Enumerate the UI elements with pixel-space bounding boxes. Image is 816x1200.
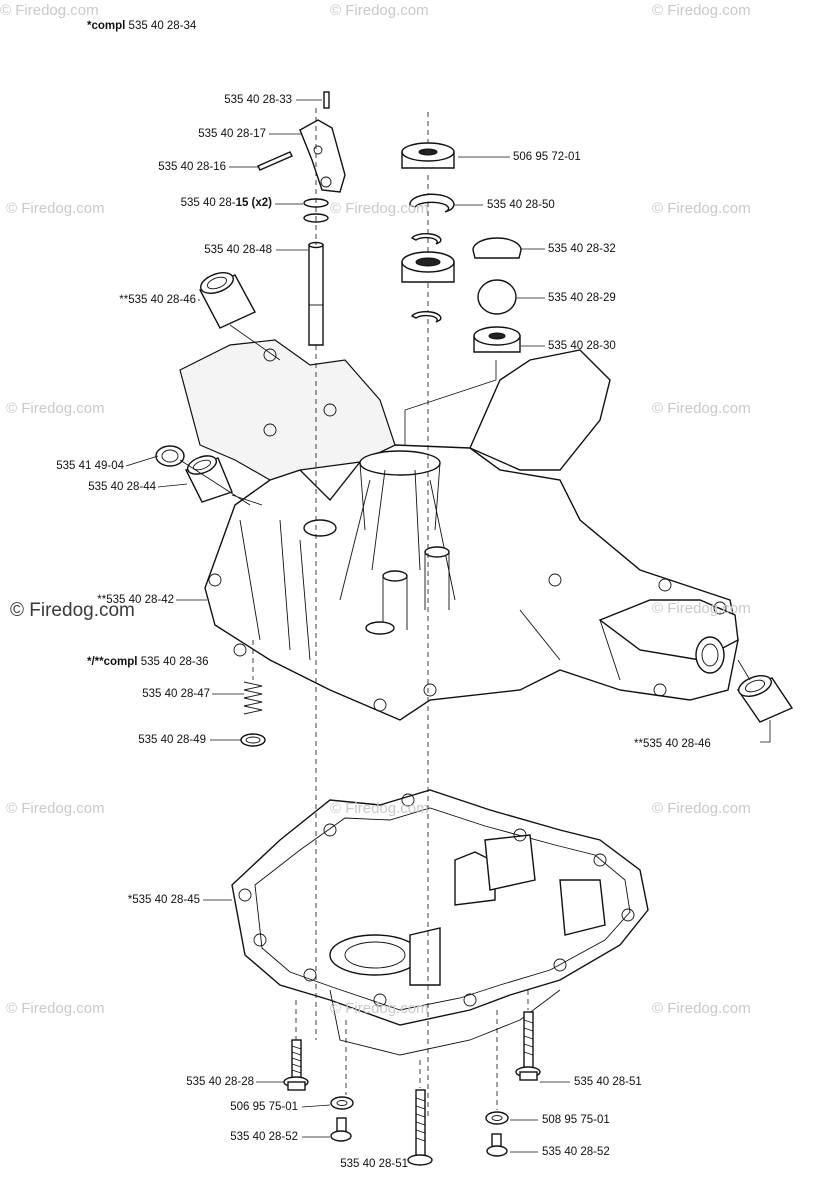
part-callout: 535 40 28-47 xyxy=(142,688,210,700)
watermark: © Firedog.com xyxy=(330,800,429,817)
clip-lower xyxy=(410,310,442,323)
watermark: © Firedog.com xyxy=(652,600,751,617)
part-callout: *535 40 28-45 xyxy=(127,894,200,906)
part-callout: 535 40 28-17 xyxy=(198,128,266,140)
watermark: © Firedog.com xyxy=(0,2,99,19)
ring-49 xyxy=(240,733,266,747)
part-callout: 535 40 28-52 xyxy=(230,1131,298,1143)
assembly-callout: */**compl 535 40 28-36 xyxy=(87,656,209,668)
bearing-stack xyxy=(401,112,522,1120)
watermark: © Firedog.com xyxy=(652,2,751,19)
bolts-and-washers xyxy=(283,990,541,1166)
shaft-48 xyxy=(308,244,324,346)
part-callout: **535 40 28-46 xyxy=(634,738,711,750)
watermark: © Firedog.com xyxy=(6,200,105,217)
shaft-lever-assembly xyxy=(257,91,346,1040)
part-callout: 535 40 28-49 xyxy=(138,734,206,746)
lever-17 xyxy=(299,119,346,193)
watermark: © Firedog.com xyxy=(652,800,751,817)
part-callout: 535 40 28-51 xyxy=(340,1158,408,1170)
assembly-header: *compl 535 40 28-34 xyxy=(87,20,197,32)
right-bushing xyxy=(736,659,794,743)
lower-housing-part xyxy=(231,789,649,1056)
part-callout: 535 40 28-29 xyxy=(548,292,616,304)
spring-47 xyxy=(243,681,263,715)
clip-upper xyxy=(410,232,442,245)
snap-ring-50 xyxy=(409,193,455,213)
part-callout: 535 40 28-33 xyxy=(224,94,292,106)
part-callout: 535 40 28-52 xyxy=(542,1146,610,1158)
watermark: © Firedog.com xyxy=(6,400,105,417)
watermark: © Firedog.com xyxy=(6,1000,105,1017)
upper-housing-part xyxy=(179,339,739,721)
part-callout: 535 41 49-04 xyxy=(56,460,124,472)
pin-16 xyxy=(257,151,293,171)
part-callout: 506 95 75-01 xyxy=(230,1101,298,1113)
seal-0401 xyxy=(155,445,185,467)
spring-and-ring xyxy=(240,640,266,747)
leader-lines xyxy=(125,99,570,1153)
disc-29 xyxy=(477,279,517,315)
watermark: © Firedog.com xyxy=(652,400,751,417)
watermark: © Firedog.com xyxy=(652,1000,751,1017)
watermark: © Firedog.com xyxy=(330,2,429,19)
part-callout: 535 40 28-30 xyxy=(548,340,616,352)
part-callout: 506 95 72-01 xyxy=(513,151,581,163)
watermark-dark: © Firedog.com xyxy=(10,600,135,621)
part-callout: 535 40 28-48 xyxy=(204,244,272,256)
part-callout: 535 40 28-51 xyxy=(574,1076,642,1088)
pin-33 xyxy=(323,91,330,109)
part-callout: 535 40 28-50 xyxy=(487,199,555,211)
part-callout: 535 40 28-15 (x2) xyxy=(180,197,272,209)
watermark: © Firedog.com xyxy=(330,200,429,217)
part-callout: 535 40 28-28 xyxy=(186,1076,254,1088)
watermark: © Firedog.com xyxy=(652,200,751,217)
left-bushings xyxy=(155,272,281,506)
part-callout: **535 40 28-46 xyxy=(119,294,196,306)
part-callout: 535 40 28-16 xyxy=(158,161,226,173)
watermark: © Firedog.com xyxy=(330,1000,429,1017)
part-callout: 535 40 28-44 xyxy=(88,481,156,493)
part-callout: 508 95 75-01 xyxy=(542,1114,610,1126)
part-callout: 535 40 28-32 xyxy=(548,243,616,255)
watermark: © Firedog.com xyxy=(6,800,105,817)
cap-32 xyxy=(472,237,522,259)
part-callout: **535 40 28-42 xyxy=(97,594,174,606)
